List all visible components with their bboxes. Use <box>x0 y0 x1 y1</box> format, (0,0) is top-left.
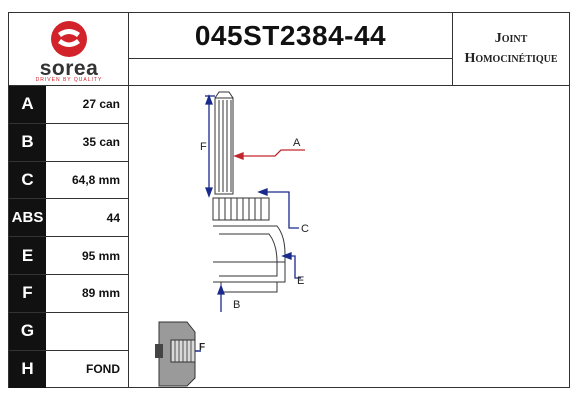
label-e: E <box>297 275 304 287</box>
spec-row: A 27 can <box>9 86 129 124</box>
spec-row: G <box>9 312 129 351</box>
spec-row: E 95 mm <box>9 237 129 275</box>
splined-shaft <box>214 91 234 195</box>
spec-row: C 64,8 mm <box>9 161 129 200</box>
label-c: C <box>301 223 309 235</box>
arrow-a <box>233 149 305 160</box>
spec-label: A <box>9 86 46 123</box>
spec-table: A 27 can B 35 can C 64,8 mm ABS 44 E 95 … <box>9 86 129 389</box>
brand-tagline: DRIVEN BY QUALITY <box>35 77 103 83</box>
product-type: Joint Homocinétique <box>453 13 569 86</box>
spec-value: 27 can <box>46 86 129 123</box>
brand-name: sorea <box>39 57 99 80</box>
label-b: B <box>233 299 240 311</box>
spec-value: 35 can <box>46 123 129 161</box>
arrow-e <box>281 252 301 279</box>
spec-value: 64,8 mm <box>46 161 129 199</box>
spec-value <box>46 312 129 350</box>
arrow-c <box>257 188 299 229</box>
product-type-line1: Joint <box>494 31 528 46</box>
abs-ring <box>212 197 270 221</box>
spec-label: ABS <box>9 199 46 237</box>
spec-label: G <box>9 312 46 350</box>
spec-value: 89 mm <box>46 274 129 312</box>
spec-row: ABS 44 <box>9 199 129 238</box>
arrow-b <box>217 284 225 312</box>
spec-label: C <box>9 161 46 199</box>
part-reference: 045ST2384-44 <box>194 19 387 51</box>
reference-cell: 045ST2384-44 <box>129 13 453 59</box>
cv-joint-diagram: F A C E B <box>155 91 309 387</box>
spec-label: E <box>9 237 46 274</box>
sorea-logo-icon <box>51 21 87 57</box>
inset-label-f: F <box>199 342 205 353</box>
brand-logo: sorea DRIVEN BY QUALITY <box>9 13 129 86</box>
inset-fitting <box>155 321 201 387</box>
spec-value: 44 <box>46 199 129 237</box>
bell-housing <box>213 225 286 293</box>
product-sheet: sorea DRIVEN BY QUALITY 045ST2384-44 Joi… <box>8 12 570 389</box>
label-a: A <box>293 137 301 149</box>
label-f: F <box>200 141 207 153</box>
dimension-f <box>205 94 215 198</box>
spec-label: B <box>9 123 46 161</box>
spec-row: B 35 can <box>9 123 129 162</box>
spec-row: F 89 mm <box>9 274 129 313</box>
product-type-line2: Homocinétique <box>464 51 558 66</box>
spec-row: H FOND <box>9 350 129 389</box>
spec-label: F <box>9 274 46 312</box>
reference-subcell <box>129 59 453 86</box>
spec-label: H <box>9 350 46 389</box>
spec-value: 95 mm <box>46 237 129 274</box>
spec-value: FOND <box>46 350 129 389</box>
